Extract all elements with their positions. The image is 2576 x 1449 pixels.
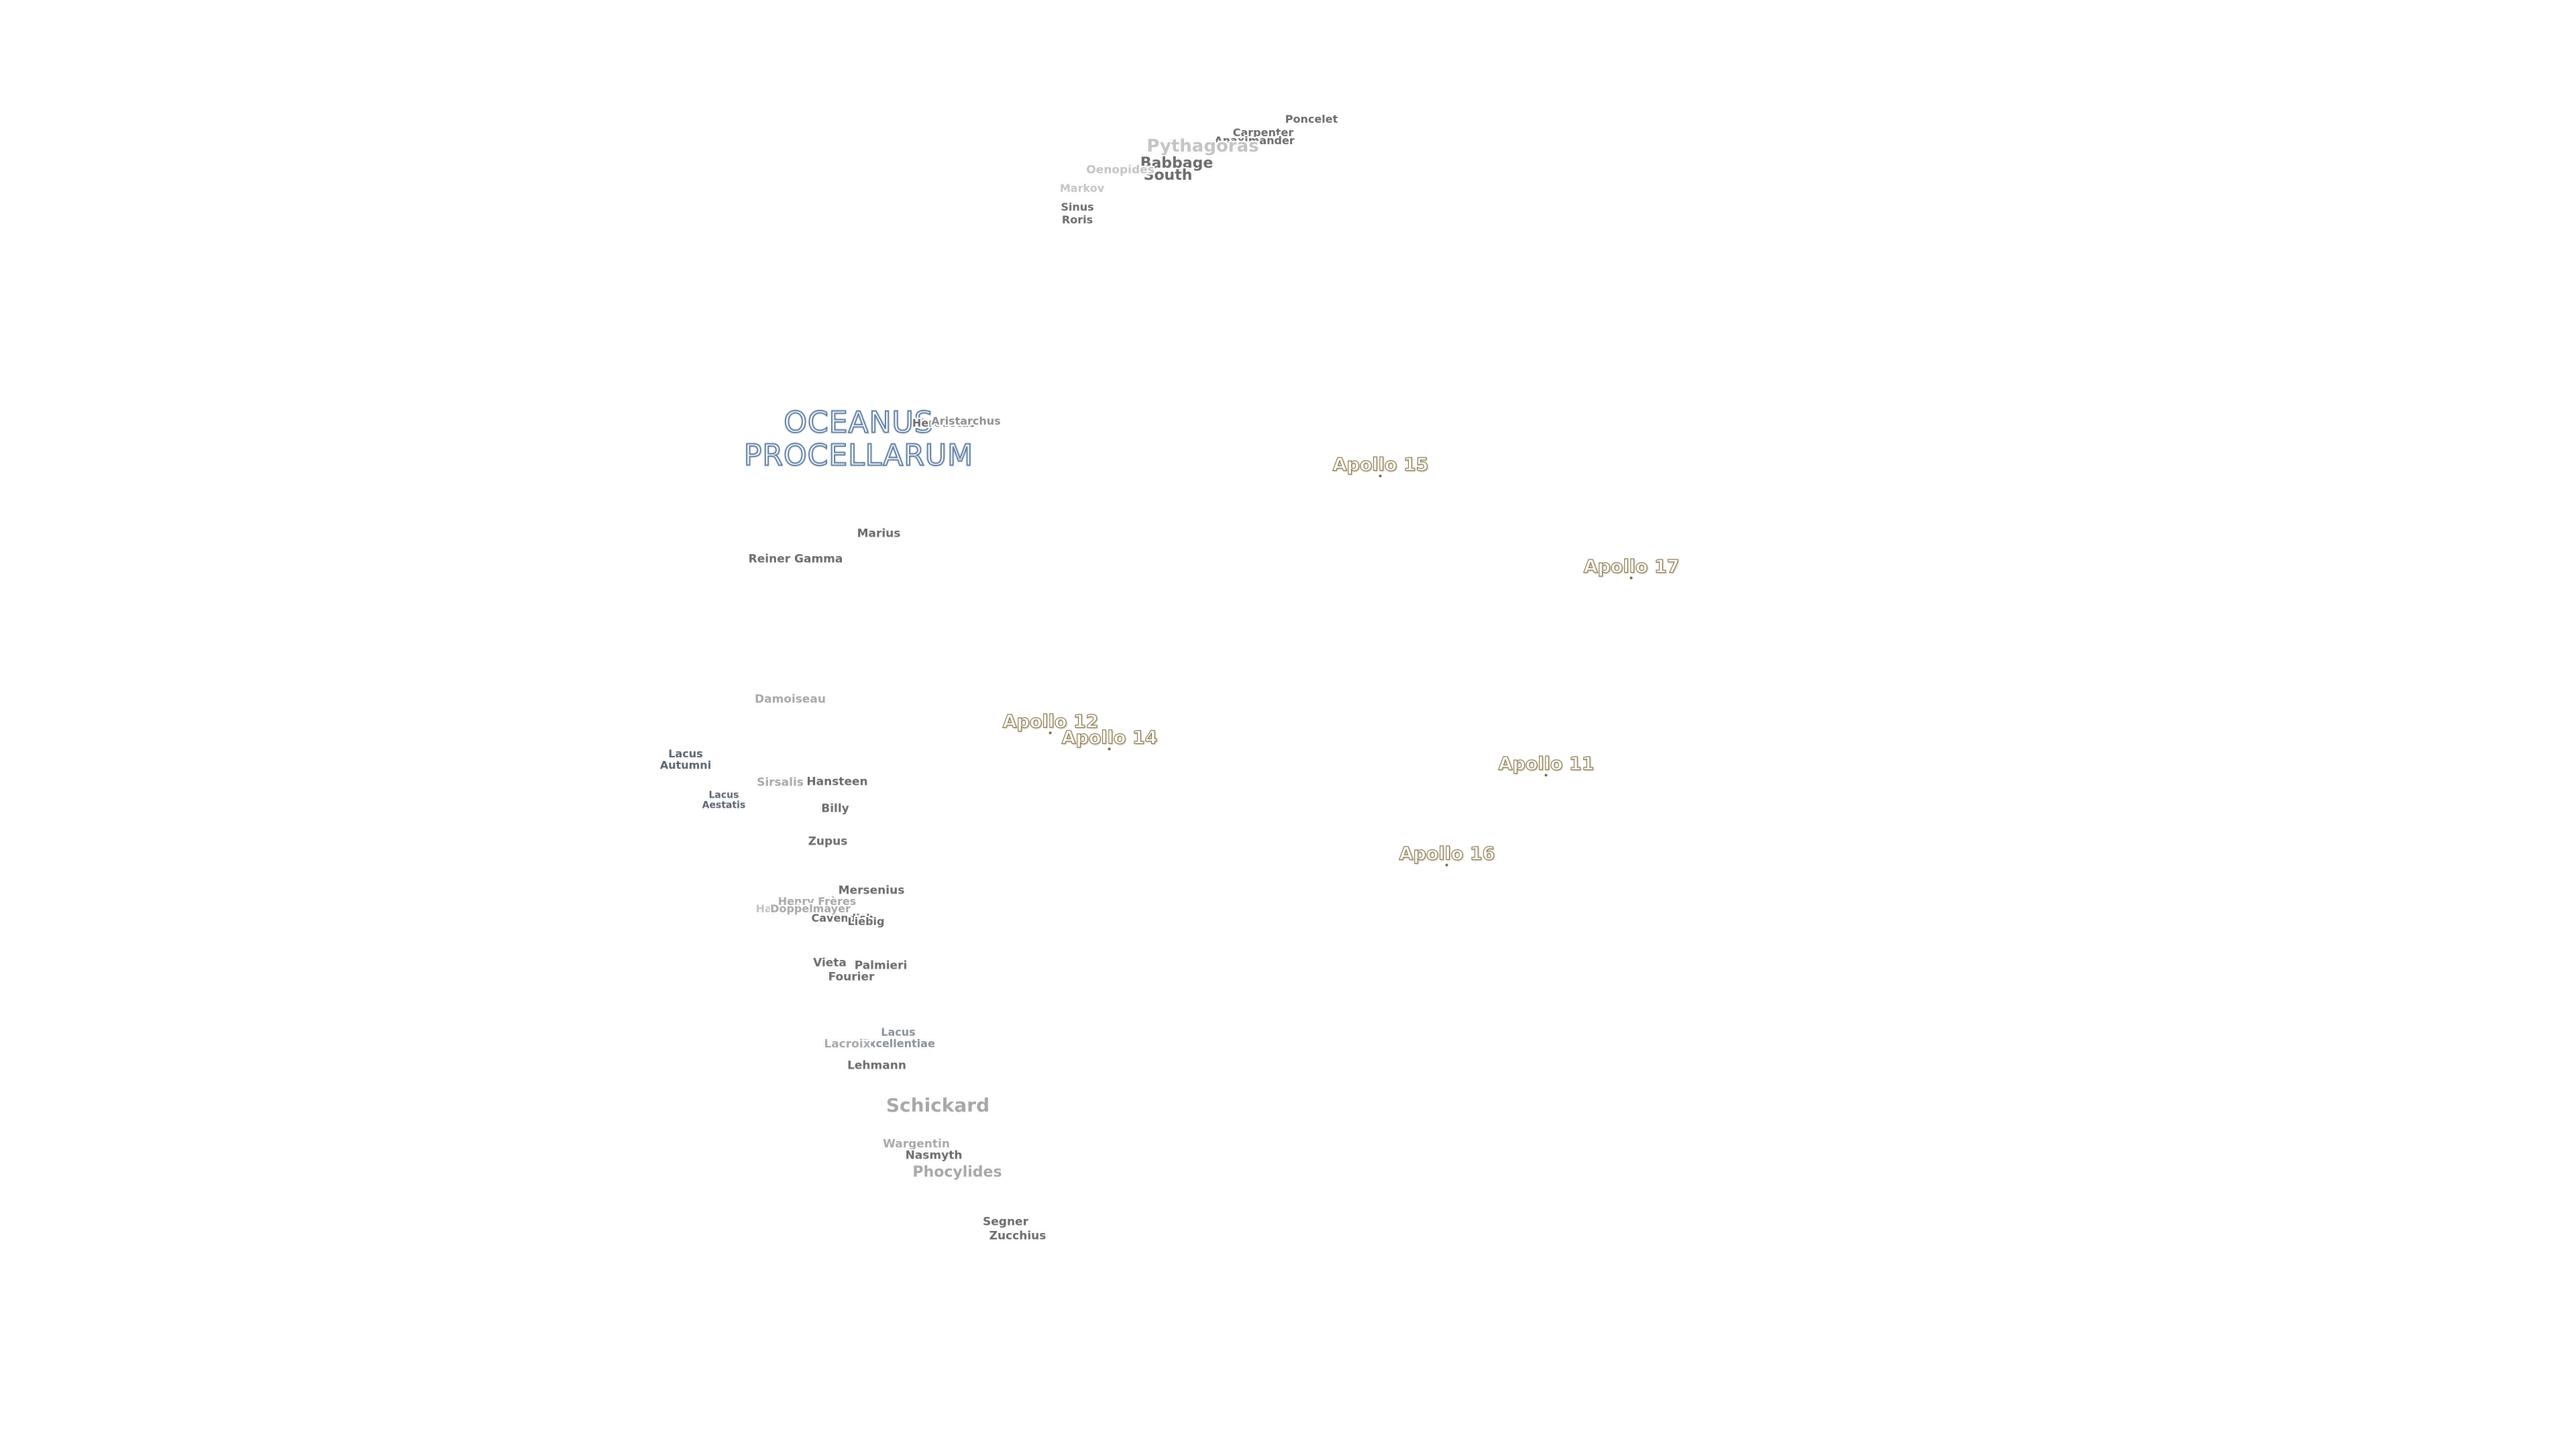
lake-name-word-1: Lacus bbox=[668, 747, 703, 761]
lake-name-word-2: Autumni bbox=[659, 759, 712, 771]
crater-label-billy[interactable]: Billy bbox=[821, 802, 849, 816]
crater-label-sirsalis[interactable]: Sirsalis bbox=[757, 775, 804, 790]
ocean-label-line-2: PROCELLARUM bbox=[743, 439, 974, 474]
crater-label-nasmyth[interactable]: Nasmyth bbox=[905, 1148, 963, 1163]
crater-label-palmieri[interactable]: Palmieri bbox=[854, 959, 908, 973]
apollo-14-text: Apollo 14 bbox=[1061, 727, 1158, 749]
apollo-11-site-label[interactable]: Apollo 11 bbox=[1498, 753, 1595, 777]
apollo-17-text: Apollo 17 bbox=[1583, 556, 1680, 578]
crater-label-vieta[interactable]: Vieta bbox=[813, 956, 847, 970]
crater-label-anaximander[interactable]: Anaximander bbox=[1214, 134, 1295, 147]
apollo-11-text: Apollo 11 bbox=[1498, 753, 1595, 775]
crater-label-liebig[interactable]: Liebig bbox=[847, 915, 885, 928]
crater-label-oenopides[interactable]: Oenopides bbox=[1086, 163, 1155, 177]
crater-label-poncelet[interactable]: Poncelet bbox=[1285, 113, 1338, 125]
crater-label-doppelmayer[interactable]: Doppelmayer bbox=[770, 902, 851, 915]
apollo-17-marker-icon bbox=[1630, 576, 1633, 580]
apollo-16-marker-icon bbox=[1446, 863, 1448, 867]
crater-label-marius[interactable]: Marius bbox=[857, 527, 901, 541]
apollo-12-site-label[interactable]: Apollo 12 bbox=[1002, 711, 1099, 735]
apollo-14-marker-icon bbox=[1108, 747, 1111, 751]
crater-label-lacroix[interactable]: Lacroix bbox=[824, 1037, 871, 1051]
ocean-label-oceanus-procellarum[interactable]: OCEANUS PROCELLARUM bbox=[743, 405, 974, 474]
lake-label-lacus-excellentiae[interactable]: Lacus Excellentiae bbox=[861, 1026, 935, 1050]
apollo-12-text: Apollo 12 bbox=[1002, 711, 1099, 733]
crater-label-fourier[interactable]: Fourier bbox=[828, 970, 875, 984]
lake-name-word-1: Lacus bbox=[708, 790, 739, 801]
crater-label-lehmann[interactable]: Lehmann bbox=[847, 1059, 906, 1073]
apollo-15-site-label[interactable]: Apollo 15 bbox=[1332, 454, 1429, 478]
apollo-16-text: Apollo 16 bbox=[1399, 843, 1495, 865]
apollo-17-site-label[interactable]: Apollo 17 bbox=[1583, 556, 1680, 580]
crater-label-south[interactable]: South bbox=[1143, 167, 1193, 184]
crater-label-damoiseau[interactable]: Damoiseau bbox=[754, 692, 826, 706]
crater-label-aristarchus[interactable]: Aristarchus bbox=[931, 415, 1001, 427]
crater-label-mersenius[interactable]: Mersenius bbox=[838, 883, 905, 898]
lake-label-lacus-autumni[interactable]: Lacus Autumni bbox=[659, 747, 712, 771]
apollo-15-marker-icon bbox=[1379, 474, 1382, 478]
crater-label-babbage[interactable]: Babbage bbox=[1140, 155, 1214, 172]
lake-name-word-1: Lacus bbox=[881, 1026, 916, 1039]
crater-label-cavendish[interactable]: Cavendish bbox=[811, 912, 874, 924]
crater-label-schickard[interactable]: Schickard bbox=[885, 1094, 990, 1116]
crater-label-hainzel[interactable]: Hainzel bbox=[755, 902, 801, 915]
ocean-label-line-1: OCEANUS bbox=[783, 405, 934, 440]
crater-label-markov[interactable]: Markov bbox=[1059, 182, 1105, 195]
apollo-12-marker-icon bbox=[1049, 731, 1052, 735]
crater-label-reiner-gamma[interactable]: Reiner Gamma bbox=[748, 552, 843, 566]
crater-label-herodotus[interactable]: Herodotus bbox=[912, 417, 976, 429]
apollo-14-site-label[interactable]: Apollo 14 bbox=[1061, 727, 1158, 751]
crater-label-roris[interactable]: Roris bbox=[1061, 213, 1093, 226]
crater-label-pythagoras[interactable]: Pythagoras bbox=[1146, 136, 1259, 156]
crater-label-phocylides[interactable]: Phocylides bbox=[912, 1164, 1002, 1181]
crater-label-zupus[interactable]: Zupus bbox=[808, 835, 848, 849]
apollo-11-marker-icon bbox=[1545, 773, 1548, 777]
crater-label-segner[interactable]: Segner bbox=[983, 1215, 1028, 1229]
crater-label-sinus[interactable]: Sinus bbox=[1061, 201, 1094, 213]
crater-label-henry-freres[interactable]: Henry Frères bbox=[777, 895, 857, 908]
lake-name-word-2: Excellentiae bbox=[861, 1037, 935, 1050]
lake-name-word-2: Aestatis bbox=[702, 800, 746, 810]
crater-label-carpenter[interactable]: Carpenter bbox=[1232, 126, 1294, 139]
apollo-15-text: Apollo 15 bbox=[1332, 454, 1429, 476]
crater-label-hansteen[interactable]: Hansteen bbox=[806, 775, 868, 789]
lake-label-lacus-aestatis[interactable]: Lacus Aestatis bbox=[702, 790, 746, 810]
crater-label-zucchius[interactable]: Zucchius bbox=[989, 1229, 1046, 1243]
apollo-16-site-label[interactable]: Apollo 16 bbox=[1399, 843, 1495, 867]
crater-label-wargentin[interactable]: Wargentin bbox=[883, 1137, 950, 1151]
